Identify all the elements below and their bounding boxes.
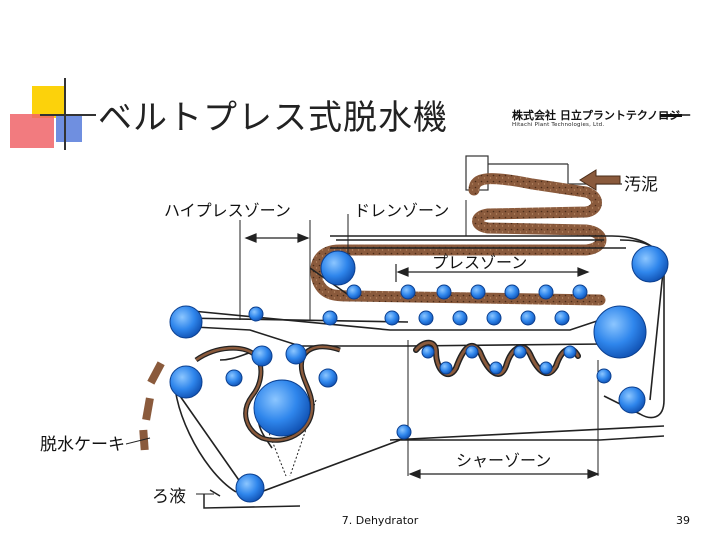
rollers — [169, 245, 669, 503]
roller — [225, 369, 243, 387]
shear-zone-dimension — [408, 469, 600, 479]
label-cake: 脱水ケーキ — [40, 435, 125, 455]
label-leaders — [125, 218, 467, 495]
decor-yellow-square — [32, 86, 65, 118]
roller — [439, 361, 453, 375]
decor-horizontal-line — [40, 114, 96, 116]
roller — [486, 310, 502, 326]
roller — [235, 473, 265, 503]
drive-roller-large — [593, 305, 647, 359]
decor-blue-square — [56, 114, 82, 142]
footer-title: 7. Dehydrator — [341, 514, 419, 527]
roller — [318, 368, 338, 388]
roller — [513, 345, 527, 359]
page-number: 39 — [676, 514, 690, 527]
filtrate-tray — [203, 489, 301, 509]
high-press-roller-large — [253, 379, 311, 437]
roller — [421, 345, 435, 359]
label-drain-zone: ドレンゾーン — [354, 201, 449, 220]
roller — [346, 284, 362, 300]
label-filtrate: ろ液 — [152, 487, 186, 507]
roller — [251, 345, 273, 367]
label-shear-zone: シャーゾーン — [456, 451, 551, 470]
roller — [436, 284, 452, 300]
roller — [285, 343, 307, 365]
logo-bar — [660, 114, 682, 117]
sludge-inlet-arrow — [579, 169, 621, 191]
roller — [489, 361, 503, 375]
roller — [631, 245, 669, 283]
roller — [400, 284, 416, 300]
roller — [596, 368, 612, 384]
roller — [248, 306, 264, 322]
roller — [169, 365, 203, 399]
roller — [169, 305, 203, 339]
roller — [396, 424, 412, 440]
slide-title: ベルトプレス式脱水機 — [98, 98, 448, 138]
decor-red-square — [10, 114, 54, 148]
label-press-zone: プレスゾーン — [432, 253, 527, 272]
roller — [554, 310, 570, 326]
roller — [452, 310, 468, 326]
press-zone-dimension — [395, 264, 590, 282]
logo-company-jp: 株式会社 日立プラントテクノロジー — [512, 109, 692, 122]
roller — [384, 310, 400, 326]
roller — [418, 310, 434, 326]
roller — [470, 284, 486, 300]
roller — [322, 310, 338, 326]
roller — [320, 250, 356, 286]
dewatered-cake-discharge — [139, 361, 165, 451]
sludge-drain-path — [310, 173, 607, 306]
high-press-zone-dimension — [244, 233, 310, 243]
roller — [618, 386, 646, 414]
zone-guide-lines — [239, 200, 599, 477]
roller — [539, 361, 553, 375]
label-sludge: 汚泥 — [624, 175, 658, 195]
logo-company-en: Hitachi Plant Technologies, Ltd. — [512, 122, 605, 128]
roller — [504, 284, 520, 300]
roller — [465, 345, 479, 359]
label-high-press-zone: ハイプレスゾーン — [164, 201, 291, 220]
roller — [563, 345, 577, 359]
roller — [572, 284, 588, 300]
roller — [538, 284, 554, 300]
roller — [520, 310, 536, 326]
